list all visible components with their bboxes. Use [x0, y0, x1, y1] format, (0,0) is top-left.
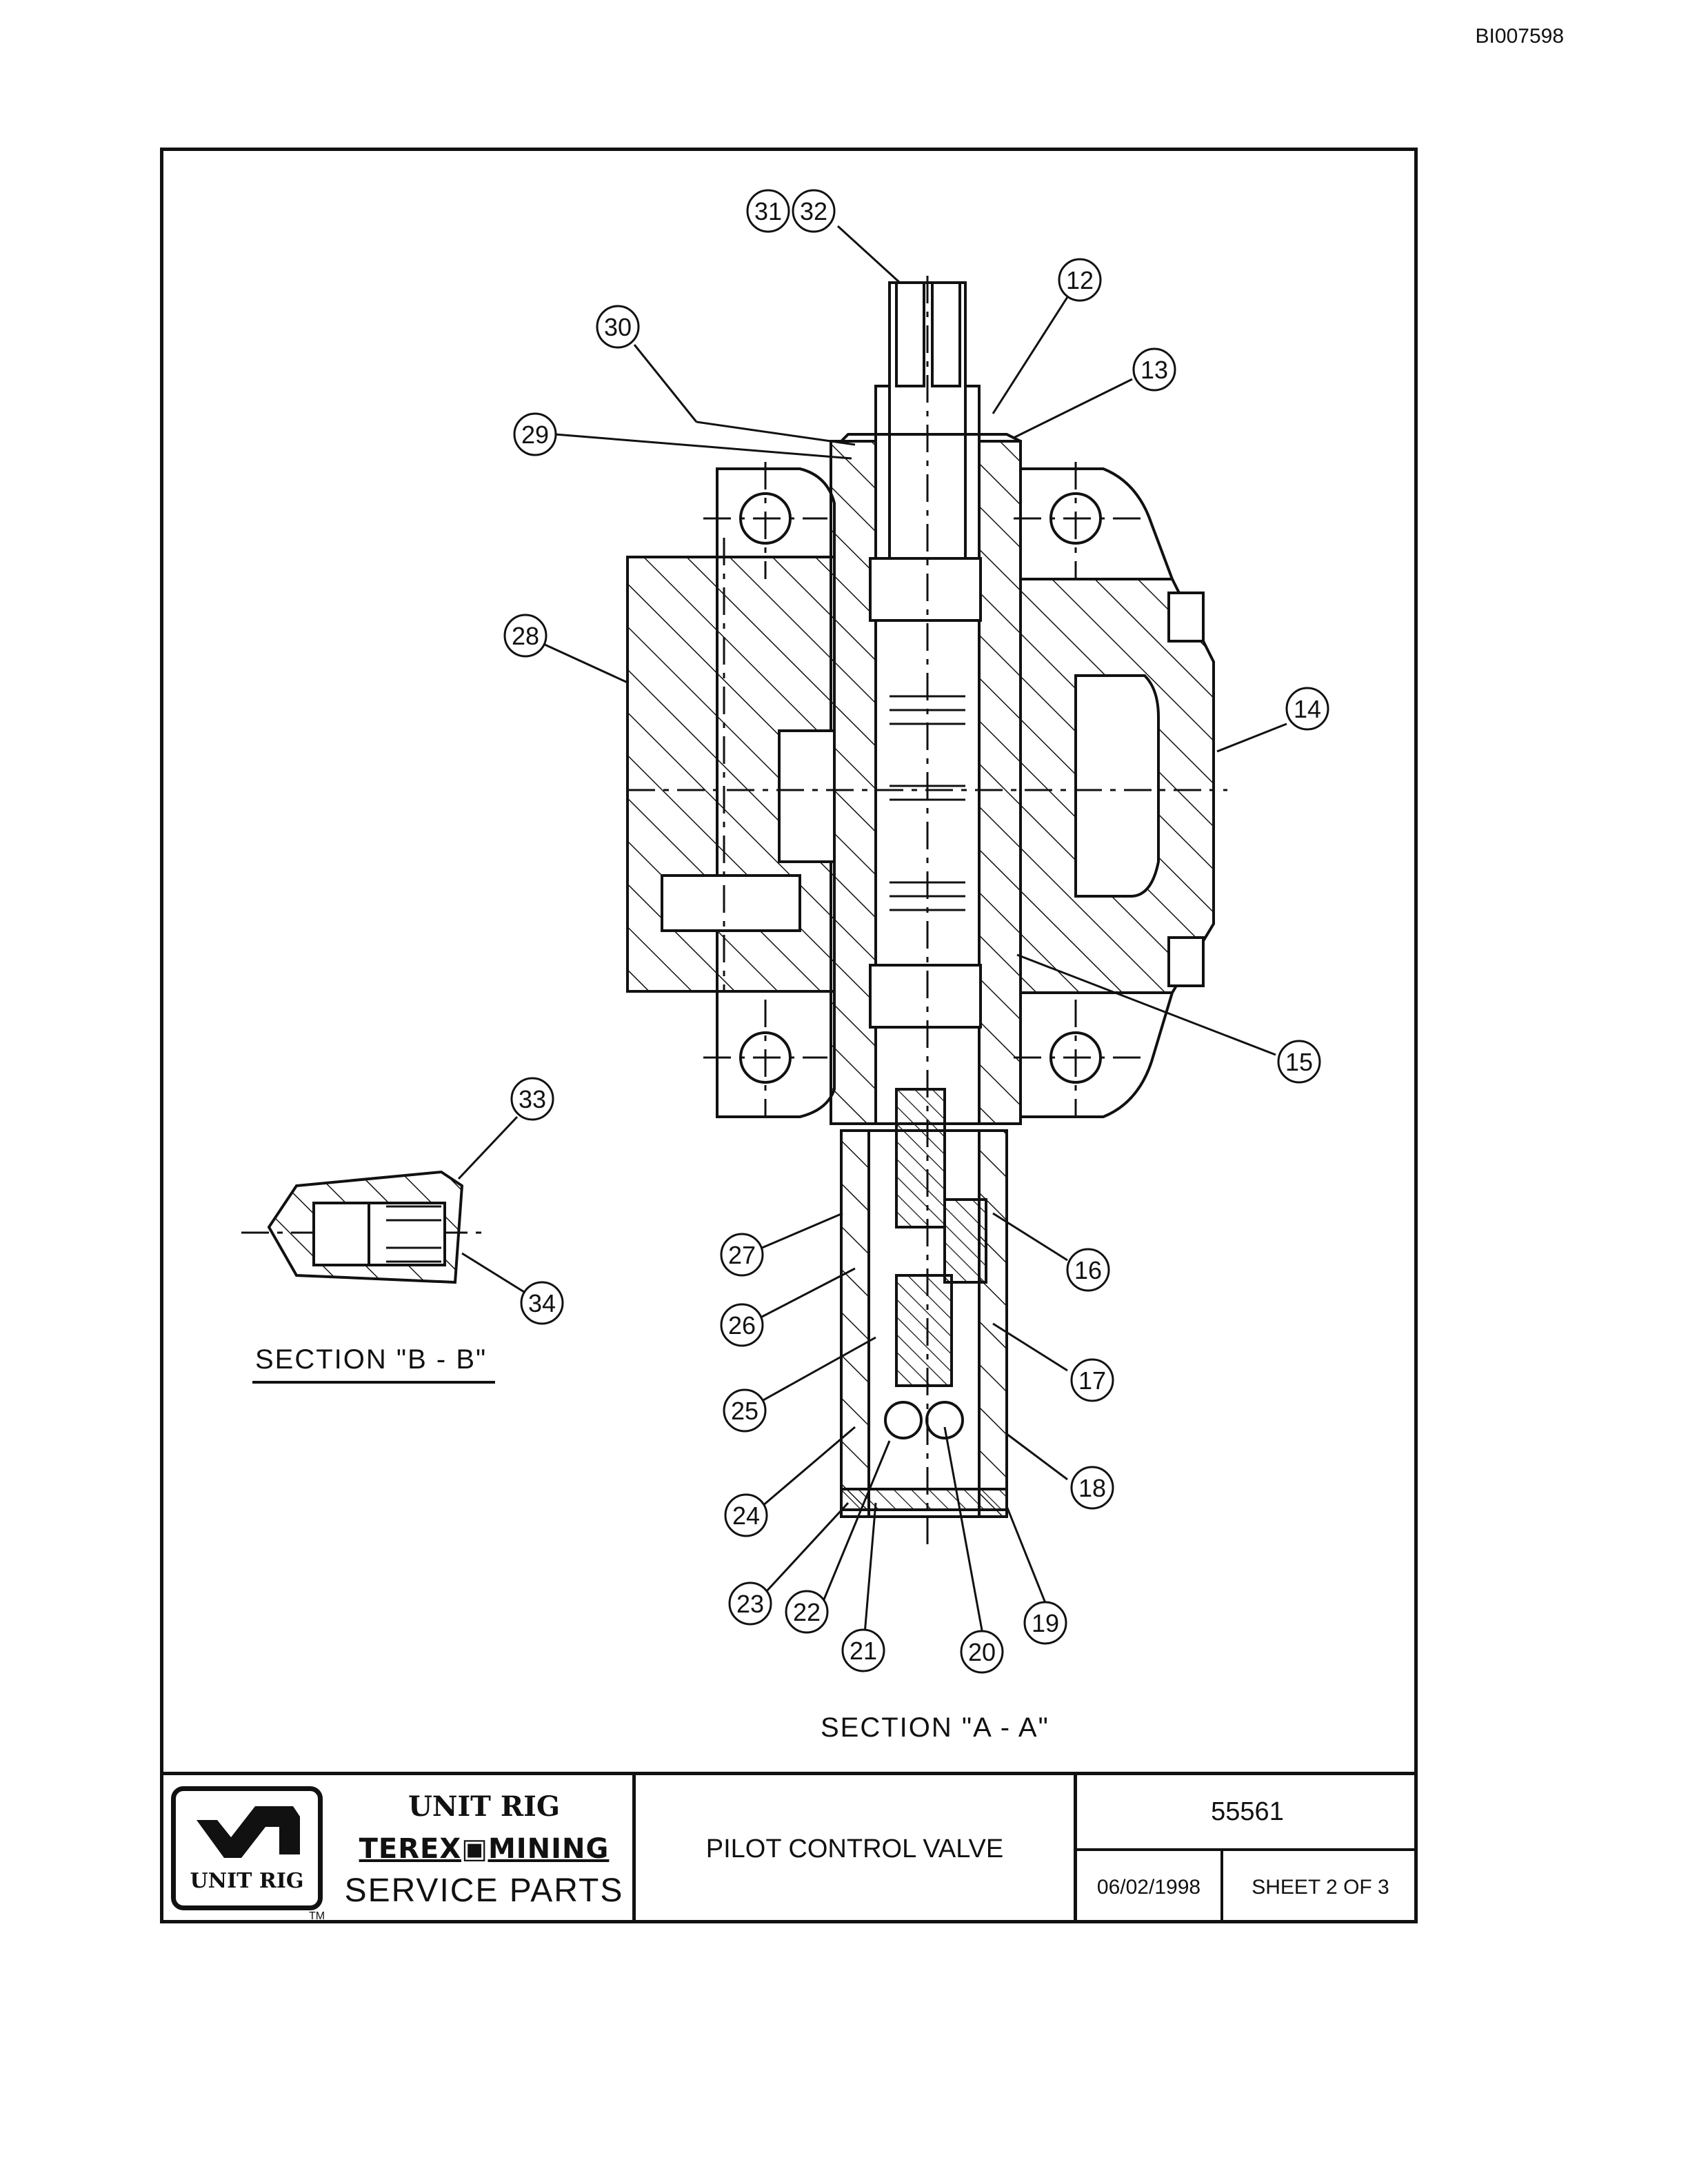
unit-rig-logo: UNIT RIG	[171, 1786, 323, 1910]
part-callouts: 31 32 12 30 13 29 28 14 15 33 34 27 16 2…	[503, 189, 1329, 1674]
part-number: 55561	[1077, 1775, 1418, 1851]
callout-17: 17	[1070, 1358, 1114, 1402]
unit-rig-logo-mark-icon	[197, 1806, 300, 1858]
callout-21: 21	[841, 1628, 885, 1672]
section-a-a-label: SECTION "A - A"	[821, 1712, 1049, 1743]
sheet-number: SHEET 2 OF 3	[1252, 1875, 1389, 1899]
callout-20: 20	[960, 1630, 1004, 1674]
section-b-b-label: SECTION "B - B"	[252, 1344, 496, 1384]
drawing-frame	[160, 148, 1418, 1923]
brand-unit-rig: UNIT RIG	[408, 1790, 560, 1823]
callout-13: 13	[1132, 347, 1176, 392]
callout-33: 33	[510, 1077, 554, 1121]
callout-24: 24	[724, 1493, 768, 1537]
svg-text:31: 31	[754, 197, 782, 225]
callout-28: 28	[503, 614, 547, 658]
svg-text:34: 34	[528, 1289, 556, 1317]
logo-cell: UNIT RIG TM UNIT RIG TEREX▣MINING SERVIC…	[160, 1775, 636, 1923]
callout-25: 25	[723, 1388, 767, 1433]
svg-text:32: 32	[800, 197, 827, 225]
svg-text:17: 17	[1078, 1366, 1106, 1395]
callout-31: 31	[746, 189, 790, 233]
section-b-b-plug	[267, 1170, 464, 1284]
svg-text:22: 22	[793, 1598, 821, 1626]
svg-text:16: 16	[1074, 1256, 1102, 1284]
callout-12: 12	[1058, 258, 1102, 302]
svg-text:18: 18	[1078, 1474, 1106, 1502]
svg-text:29: 29	[521, 421, 549, 449]
callout-22: 22	[785, 1590, 829, 1634]
svg-text:23: 23	[736, 1590, 764, 1618]
svg-text:19: 19	[1032, 1609, 1059, 1637]
callout-18: 18	[1070, 1466, 1114, 1510]
leader-lines	[457, 225, 1287, 1635]
callout-32: 32	[792, 189, 836, 233]
main-valve-body	[626, 281, 1215, 1518]
callout-29: 29	[513, 412, 557, 456]
svg-text:26: 26	[728, 1311, 756, 1339]
svg-text:13: 13	[1141, 356, 1168, 384]
callout-26: 26	[720, 1303, 764, 1347]
svg-text:28: 28	[512, 622, 539, 650]
svg-text:27: 27	[728, 1241, 756, 1269]
svg-text:25: 25	[731, 1397, 758, 1425]
callout-14: 14	[1285, 687, 1329, 731]
callout-16: 16	[1066, 1248, 1110, 1292]
callout-19: 19	[1023, 1601, 1067, 1645]
logo-word: UNIT RIG	[190, 1869, 304, 1893]
svg-text:21: 21	[850, 1637, 877, 1665]
callout-23: 23	[728, 1581, 772, 1626]
svg-text:33: 33	[519, 1085, 546, 1113]
callout-27: 27	[720, 1233, 764, 1277]
svg-text:30: 30	[604, 313, 632, 341]
brand-service-parts: SERVICE PARTS	[344, 1872, 624, 1909]
svg-text:12: 12	[1066, 266, 1094, 294]
svg-text:15: 15	[1285, 1048, 1313, 1076]
drawing-date: 06/02/1998	[1077, 1851, 1223, 1923]
brand-terex-mining: TEREX▣MINING	[359, 1833, 610, 1865]
svg-text:14: 14	[1294, 695, 1321, 723]
svg-text:20: 20	[968, 1638, 996, 1666]
callout-30: 30	[596, 305, 640, 349]
callout-34: 34	[520, 1281, 564, 1325]
trademark-mark: TM	[309, 1910, 325, 1922]
title-block: UNIT RIG TM UNIT RIG TEREX▣MINING SERVIC…	[160, 1772, 1418, 1923]
callout-15: 15	[1277, 1040, 1321, 1084]
svg-text:24: 24	[732, 1502, 760, 1530]
document-id: BI007598	[1475, 25, 1564, 48]
drawing-title: PILOT CONTROL VALVE	[636, 1775, 1077, 1923]
